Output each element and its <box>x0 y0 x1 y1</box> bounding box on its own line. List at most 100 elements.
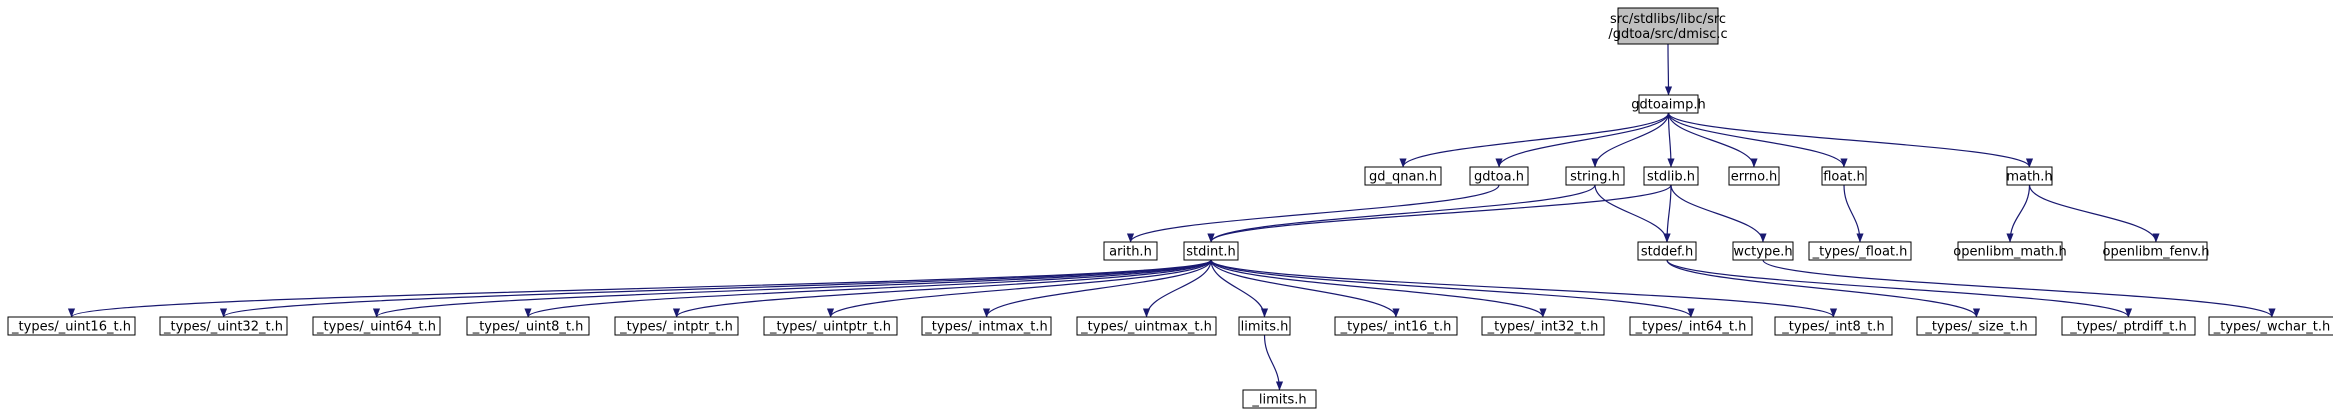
node-uint64[interactable]: _types/_uint64_t.h <box>312 316 441 336</box>
node-uint16[interactable]: _types/_uint16_t.h <box>7 316 136 336</box>
node-size-t[interactable]: _types/_size_t.h <box>1916 316 2037 336</box>
node-box <box>1238 316 1291 336</box>
node-box <box>1334 316 1458 336</box>
node-intptr[interactable]: _types/_intptr_t.h <box>614 316 739 336</box>
node-box <box>1481 316 1605 336</box>
node-uintmax[interactable]: _types/_uintmax_t.h <box>1076 316 1217 336</box>
edge-stdint-to-uintptr <box>827 259 1212 318</box>
node-label: /gdtoa/src/dmisc.c <box>1608 27 1727 42</box>
node-label: _types/_float.h <box>1812 245 1908 260</box>
node-label: _types/_uintmax_t.h <box>1080 320 1212 335</box>
node-gdtoaimp[interactable]: gdtoaimp.h <box>1631 94 1706 114</box>
node-layer: src/stdlibs/libc/src/gdtoa/src/dmisc.c gd… <box>7 7 2333 409</box>
node-errno[interactable]: errno.h <box>1728 166 1780 186</box>
node-box <box>1565 166 1625 186</box>
node-box <box>921 316 1052 336</box>
edge-stddef-to-size_t <box>1666 259 1980 318</box>
edge-stdint-to-int32 <box>1210 259 1547 318</box>
node-box <box>2061 316 2196 336</box>
node-intmax[interactable]: _types/_intmax_t.h <box>921 316 1052 336</box>
node-label: _limits.h <box>1251 393 1306 408</box>
node-wchar[interactable]: _types/_wchar_t.h <box>2208 316 2333 336</box>
node-box <box>1957 241 2063 261</box>
node-root[interactable]: src/stdlibs/libc/src/gdtoa/src/dmisc.c <box>1608 7 1728 45</box>
node-box <box>1103 241 1158 261</box>
node-int16[interactable]: _types/_int16_t.h <box>1334 316 1458 336</box>
node-math[interactable]: math.h <box>2006 166 2053 186</box>
edge-string-to-stdint <box>1207 184 1596 243</box>
node-label: _types/_int8_t.h <box>1781 320 1884 335</box>
node-wctype[interactable]: wctype.h <box>1732 241 1794 261</box>
edge-gdtoaimp-to-gd_qnan <box>1399 112 1670 168</box>
node-label: _types/_size_t.h <box>1924 320 2027 335</box>
node-label: _types/_uint32_t.h <box>163 320 283 335</box>
node-box <box>1469 166 1529 186</box>
node-box <box>1821 166 1867 186</box>
node-ptrdiff[interactable]: _types/_ptrdiff_t.h <box>2061 316 2196 336</box>
node-label: wctype.h <box>1733 245 1792 260</box>
node-label: _types/_uint64_t.h <box>316 320 436 335</box>
node-box <box>7 316 136 336</box>
node-uintptr[interactable]: _types/_uintptr_t.h <box>763 316 898 336</box>
node-uint32[interactable]: _types/_uint32_t.h <box>159 316 288 336</box>
node-label: stdint.h <box>1186 245 1235 260</box>
node-box <box>1638 94 1699 114</box>
node-label: gd_qnan.h <box>1369 170 1437 185</box>
node-openlibm-fenv[interactable]: openlibm_fenv.h <box>2103 241 2210 261</box>
edge-math-to-openlibm_math <box>2006 184 2031 243</box>
edge-stdint-to-intmax <box>982 259 1212 318</box>
node-string[interactable]: string.h <box>1565 166 1625 186</box>
node-label: _types/_uintptr_t.h <box>769 320 891 335</box>
node-label: _types/_int64_t.h <box>1635 320 1747 335</box>
edge-stdint-to-limits <box>1210 259 1269 318</box>
node-box <box>312 316 441 336</box>
edge-stdint-to-int8 <box>1210 259 1837 318</box>
node-int8[interactable]: _types/_int8_t.h <box>1774 316 1893 336</box>
edge-gdtoaimp-to-math <box>1667 112 2033 168</box>
node-label: gdtoa.h <box>1474 170 1524 185</box>
node-openlibm-math[interactable]: openlibm_math.h <box>1953 241 2067 261</box>
edge-layer <box>68 43 2276 391</box>
node-types-float[interactable]: _types/_float.h <box>1808 241 1912 261</box>
node-gd-qnan[interactable]: gd_qnan.h <box>1364 166 1442 186</box>
node-label: _types/_int32_t.h <box>1487 320 1599 335</box>
node-label: openlibm_fenv.h <box>2103 245 2210 260</box>
node-box <box>614 316 739 336</box>
edge-stdint-to-uint32 <box>220 259 1212 318</box>
node-stddef[interactable]: stddef.h <box>1637 241 1697 261</box>
node-label: gdtoaimp.h <box>1631 98 1705 113</box>
node-label: string.h <box>1570 170 1620 185</box>
node-stdint[interactable]: stdint.h <box>1183 241 1239 261</box>
node--limits[interactable]: _limits.h <box>1242 389 1317 409</box>
node-int64[interactable]: _types/_int64_t.h <box>1629 316 1753 336</box>
node-label: arith.h <box>1109 245 1152 260</box>
node-box <box>1617 7 1719 45</box>
node-label: src/stdlibs/libc/src <box>1610 12 1726 27</box>
edge-limits-to-_limits <box>1263 334 1284 391</box>
node-label: _types/_uint8_t.h <box>472 320 584 335</box>
node-limits[interactable]: limits.h <box>1238 316 1291 336</box>
edge-stdint-to-uintmax <box>1142 259 1212 318</box>
node-box <box>763 316 898 336</box>
node-box <box>1728 166 1780 186</box>
node-stdlib[interactable]: stdlib.h <box>1643 166 1699 186</box>
node-label: math.h <box>2006 170 2052 185</box>
node-box <box>2104 241 2208 261</box>
node-arith[interactable]: arith.h <box>1103 241 1158 261</box>
node-int32[interactable]: _types/_int32_t.h <box>1481 316 1605 336</box>
node-label: _types/_intptr_t.h <box>619 320 733 335</box>
node-label: float.h <box>1823 170 1865 185</box>
node-uint8[interactable]: _types/_uint8_t.h <box>466 316 590 336</box>
node-box <box>1076 316 1217 336</box>
node-label: _types/_uint16_t.h <box>11 320 131 335</box>
edge-gdtoaimp-to-float <box>1667 112 1848 168</box>
node-box <box>1637 241 1697 261</box>
node-box <box>1774 316 1893 336</box>
edge-float-to-types_float <box>1843 184 1864 243</box>
edge-gdtoaimp-to-errno <box>1667 112 1758 168</box>
edge-wctype-to-wchar <box>1762 259 2276 318</box>
edge-gdtoaimp-to-string <box>1591 112 1670 168</box>
node-gdtoa[interactable]: gdtoa.h <box>1469 166 1529 186</box>
node-float[interactable]: float.h <box>1821 166 1867 186</box>
